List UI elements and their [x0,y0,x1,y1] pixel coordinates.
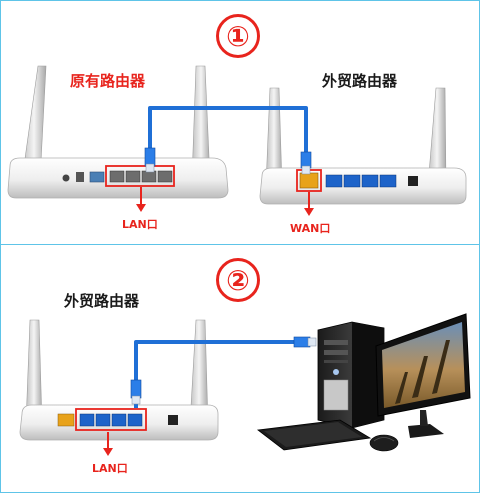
monitor [375,313,471,438]
wan-pointer-arrow [304,192,314,216]
cable-lan-to-pc [130,336,317,408]
router2-title: 外贸路由器 [64,292,140,310]
foreign-router-title: 外贸路由器 [322,72,398,90]
router2-body [19,404,219,441]
step-1-badge: ① [216,14,260,58]
step-2-badge: ② [216,258,260,302]
router2-antennas [25,319,209,425]
keyboard [256,419,372,451]
wan-port-label: WAN口 [290,222,331,235]
cable-lan-to-wan [144,106,312,175]
lan-pointer-arrow [136,187,146,212]
right-router-antennas [265,87,447,187]
computer-tower [317,321,385,429]
lan-port-label: LAN口 [122,218,158,231]
lan2-pointer-arrow [103,432,113,456]
original-router-title: 原有路由器 [70,72,146,90]
right-router-body [259,167,467,205]
lan2-port-label: LAN口 [92,462,128,475]
mouse [369,434,399,452]
left-router-antennas [21,65,211,181]
section-divider [0,244,480,245]
